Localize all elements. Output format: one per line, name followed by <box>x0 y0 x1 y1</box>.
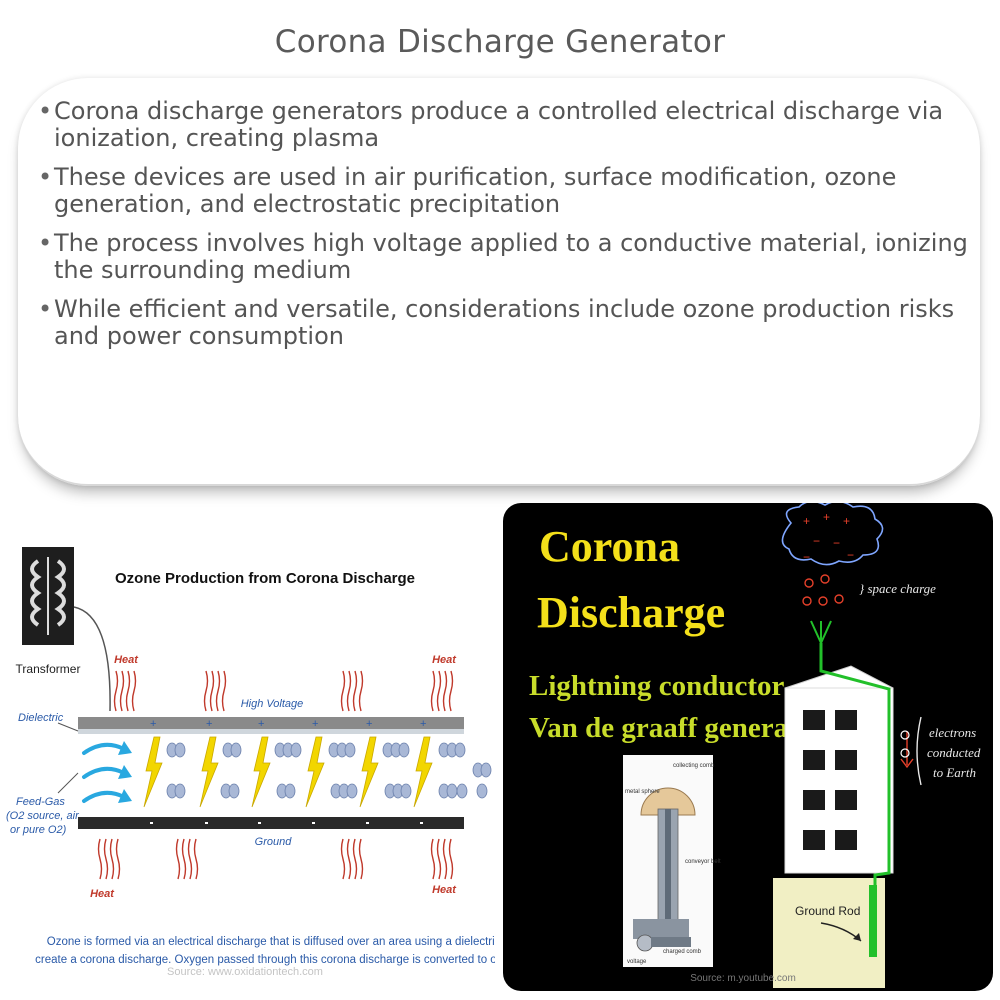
heat-label: Heat <box>90 888 115 900</box>
dielectric-label: Dielectric <box>18 712 64 724</box>
bullet-item: These devices are used in air purificati… <box>38 164 968 218</box>
vdg-label: collecting comb <box>673 763 715 769</box>
transformer-wire <box>73 606 111 712</box>
electron-note: electrons <box>929 725 976 740</box>
feed-gas-label: Feed-Gas <box>16 796 65 808</box>
bullet-item: The process involves high voltage applie… <box>38 230 968 284</box>
ozone-production-diagram: Transformer Ozone Production from Corona… <box>0 535 495 985</box>
heat-label: Heat <box>432 884 457 896</box>
diagram-caption: create a corona discharge. Oxygen passed… <box>35 954 495 966</box>
image-subtitle-line: Van de graaff generator <box>529 712 825 744</box>
oxygen-molecules <box>166 742 492 799</box>
svg-text:−: − <box>813 534 820 548</box>
heat-label: Heat <box>114 654 139 666</box>
ground-label: Ground <box>255 836 293 848</box>
page-title: Corona Discharge Generator <box>274 24 726 60</box>
cloud-icon <box>781 503 884 566</box>
image-source: Source: m.youtube.com <box>690 973 796 984</box>
conductor-tip-icon <box>810 620 832 646</box>
space-charge-note: } space charge <box>859 581 936 596</box>
space-charge-ions <box>802 574 844 606</box>
transformer-label: Transformer <box>16 662 81 676</box>
vdg-label: conveyor belt <box>685 859 721 865</box>
svg-text:+: + <box>803 514 810 528</box>
image-source: Source: www.oxidationtech.com <box>167 966 323 978</box>
flow-arrowheads <box>118 741 132 803</box>
lightning-bolt-icons <box>143 736 433 808</box>
ground-rod-label: Ground Rod <box>795 904 860 918</box>
plus-markers: + + + + + + <box>150 718 426 730</box>
svg-text:+: + <box>823 510 830 524</box>
feed-gas-flow-arrows <box>82 742 126 803</box>
diagram-caption: Ozone is formed via an electrical discha… <box>47 936 495 948</box>
electron-note: to Earth <box>933 765 976 780</box>
image-title-line: Discharge <box>537 588 725 637</box>
svg-text:−: − <box>847 548 854 562</box>
vdg-label: voltage <box>627 959 647 965</box>
svg-text:−: − <box>803 550 810 564</box>
bullet-item: Corona discharge generators produce a co… <box>38 98 968 152</box>
svg-text:+: + <box>312 718 318 730</box>
svg-text:+: + <box>258 718 264 730</box>
ground-block <box>773 878 885 988</box>
feed-gas-label: (O2 source, air <box>6 810 80 822</box>
svg-text:+: + <box>843 514 850 528</box>
heat-arrows-top <box>113 670 454 712</box>
electron-arrows <box>900 731 914 769</box>
high-voltage-label: High Voltage <box>241 698 304 710</box>
building-windows <box>803 710 857 850</box>
ground-markers <box>150 822 423 824</box>
electron-note: conducted <box>927 745 981 760</box>
corona-discharge-image: Corona Discharge Lightning conductor Van… <box>503 503 993 991</box>
svg-text:+: + <box>420 718 426 730</box>
svg-text:+: + <box>206 718 212 730</box>
transformer-icon <box>22 547 74 645</box>
svg-text:−: − <box>833 536 840 550</box>
bullet-list: Corona discharge generators produce a co… <box>38 98 968 362</box>
ground-electrode <box>78 817 464 829</box>
vdg-label: charged comb <box>663 949 702 955</box>
van-de-graaff-figure: collecting comb metal sphere conveyor be… <box>623 755 721 967</box>
high-voltage-electrode <box>78 717 464 729</box>
bullet-item: While efficient and versatile, considera… <box>38 296 968 350</box>
vdg-label: metal sphere <box>625 789 660 795</box>
image-subtitle-line: Lightning conductor <box>529 670 785 702</box>
dielectric-layer <box>78 729 464 734</box>
diagram-title: Ozone Production from Corona Discharge <box>115 570 415 587</box>
heat-label: Heat <box>432 654 457 666</box>
image-title-line: Corona <box>539 522 680 571</box>
heat-arrows-bottom <box>97 838 454 880</box>
cloud-charges: +++−−−− <box>803 510 854 564</box>
ground-rod <box>869 885 877 957</box>
svg-text:+: + <box>150 718 156 730</box>
svg-text:+: + <box>366 718 372 730</box>
feed-gas-label: or pure O2) <box>10 824 67 836</box>
